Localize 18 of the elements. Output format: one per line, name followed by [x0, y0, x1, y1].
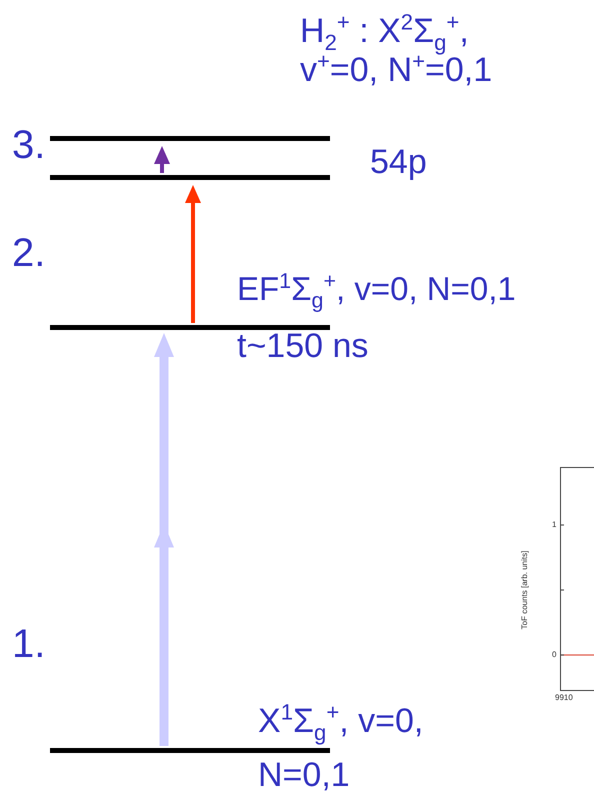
- tick-label: 9910: [555, 694, 573, 702]
- tick-label: 1: [552, 521, 556, 529]
- arrow: [154, 146, 170, 173]
- axis-title: ToF counts [arb. units]: [521, 550, 529, 632]
- arrow: [154, 333, 174, 746]
- tick-label: 0: [552, 651, 556, 659]
- step-number: 1.: [12, 624, 46, 664]
- arrow: [185, 185, 201, 323]
- energy-level: [50, 325, 330, 330]
- energy-level: [50, 136, 330, 141]
- step-number: 3.: [12, 125, 46, 165]
- level-label: 54p: [370, 143, 427, 182]
- level-label: H$_{2}$$^{+}$ : X$^{2}$Σ$_{g}$$^{+}$, v$^{+}$=0, N$^{+}$=0,1: [300, 12, 494, 90]
- energy-level: [50, 748, 330, 753]
- step-number: 2.: [12, 233, 46, 273]
- level-label: t~150 ns: [237, 327, 368, 366]
- level-label: X$^{1}$Σ$_{g}$$^{+}$, v=0, N=0,1: [258, 698, 424, 796]
- energy-level: [50, 175, 330, 180]
